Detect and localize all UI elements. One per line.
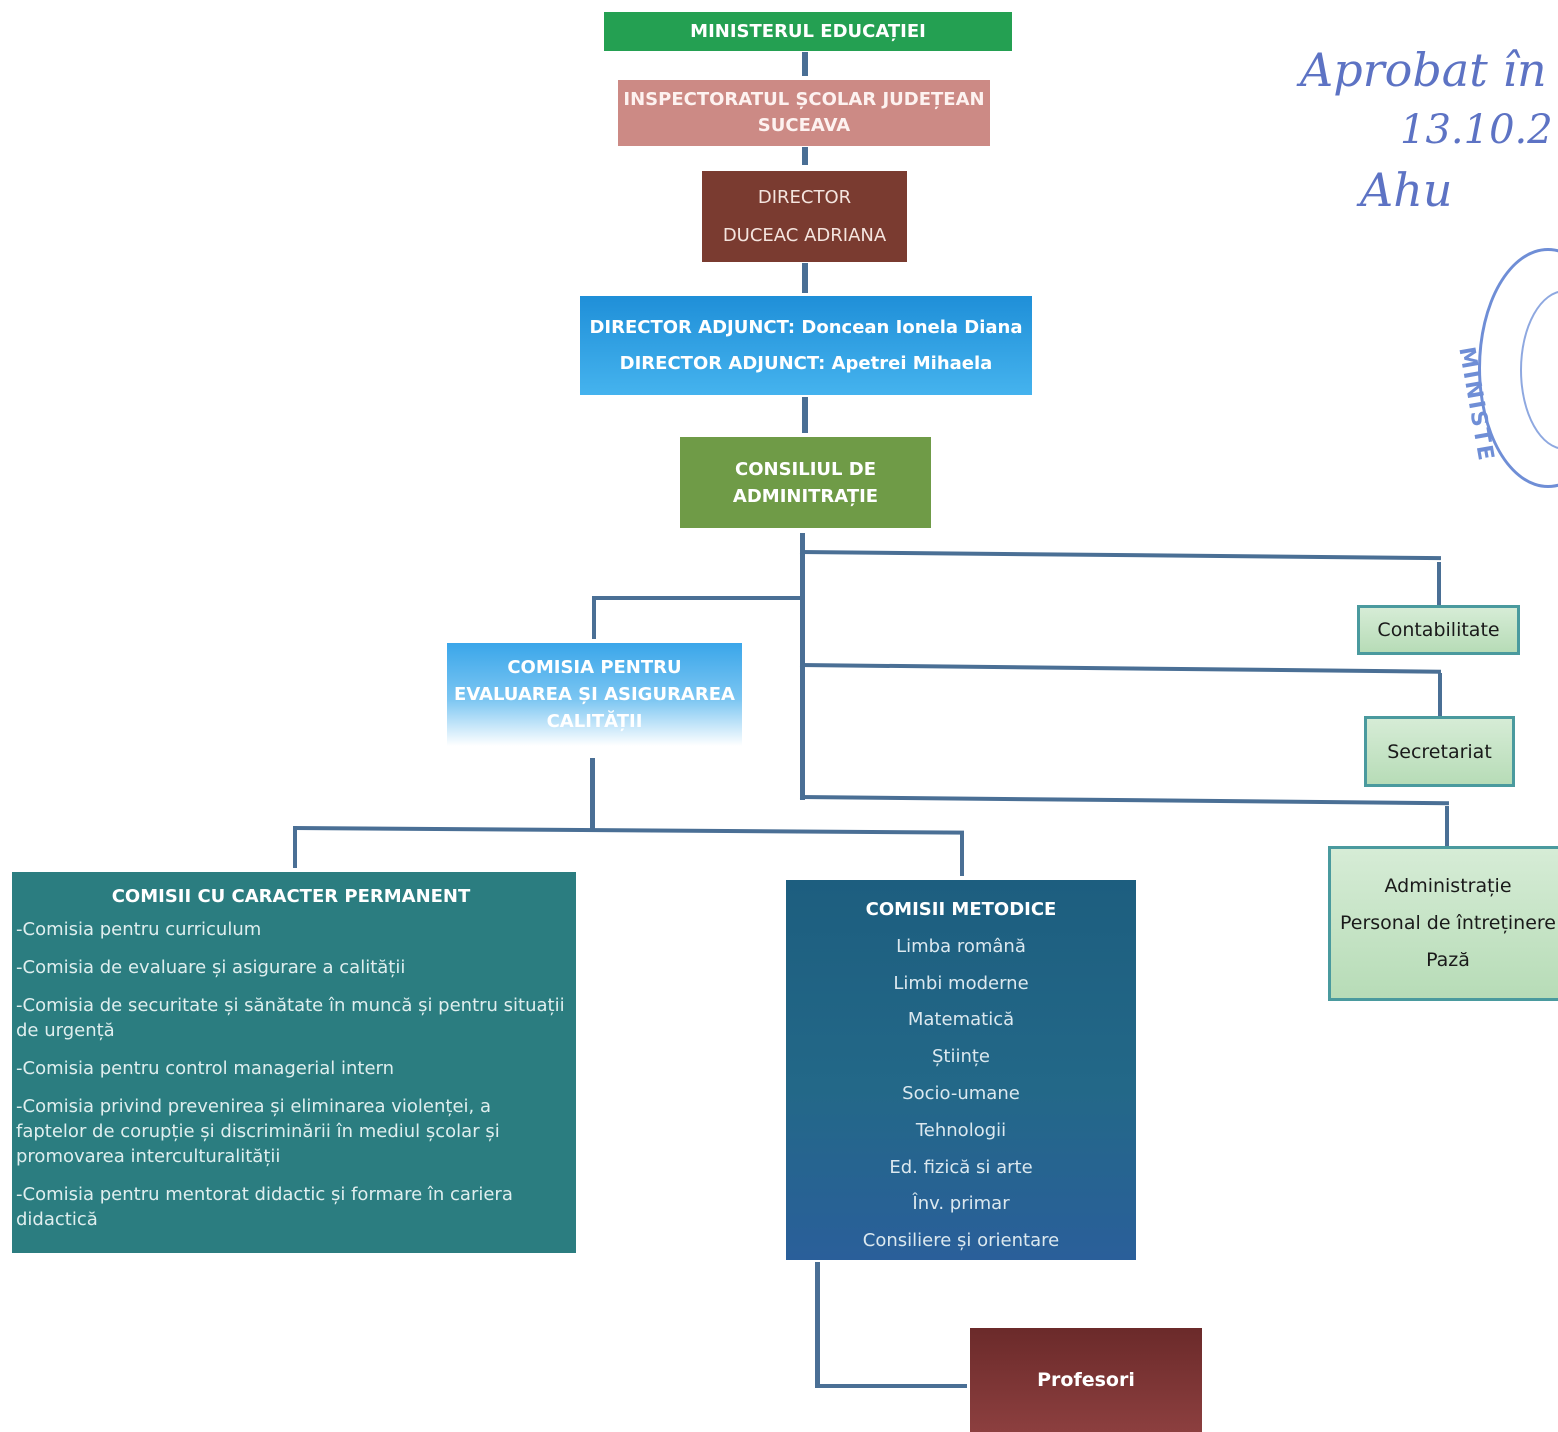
ministry-node: MINISTERUL EDUCAȚIEI bbox=[604, 12, 1012, 51]
accounting-label: Contabilitate bbox=[1377, 619, 1500, 641]
inspectorate-line-1: INSPECTORATUL ȘCOLAR JUDEȚEAN bbox=[623, 89, 985, 110]
connector-line bbox=[592, 596, 596, 639]
connector-line bbox=[802, 397, 808, 433]
connector-line bbox=[799, 663, 1441, 674]
methodic-commission-item: Limba română bbox=[896, 935, 1026, 957]
approval-date: 13.10.2 bbox=[1400, 107, 1553, 153]
director-title: DIRECTOR bbox=[757, 186, 852, 208]
connector-line bbox=[1438, 673, 1442, 716]
permanent-commission-item: -Comisia de evaluare și asigurare a cali… bbox=[16, 957, 406, 978]
council-node: CONSILIUL DE ADMINITRAȚIE bbox=[680, 437, 931, 528]
methodic-commission-item: Științe bbox=[931, 1046, 991, 1068]
connector-line bbox=[815, 1384, 967, 1388]
deputy-directors-node: DIRECTOR ADJUNCT: Doncean Ionela Diana D… bbox=[580, 296, 1032, 395]
ceac-line-1: COMISIA PENTRU bbox=[507, 657, 682, 678]
connector-line bbox=[802, 263, 808, 293]
methodic-commission-item: Înv. primar bbox=[912, 1193, 1010, 1215]
ceac-line-2: EVALUAREA ȘI ASIGURAREA bbox=[454, 684, 735, 705]
council-line-2: ADMINITRAȚIE bbox=[732, 485, 879, 507]
director-node: DIRECTOR DUCEAC ADRIANA bbox=[702, 171, 907, 262]
secretariat-node: Secretariat bbox=[1364, 716, 1515, 787]
connector-line bbox=[815, 1262, 820, 1388]
permanent-commission-item: -Comisia pentru curriculum bbox=[16, 919, 262, 940]
connector-line bbox=[592, 596, 802, 600]
connector-line bbox=[292, 826, 964, 835]
permanent-commission-item: -Comisia privind prevenirea și eliminare… bbox=[16, 1096, 500, 1167]
methodic-commission-item: Tehnologii bbox=[915, 1119, 1007, 1141]
methodic-commissions-title: COMISII METODICE bbox=[865, 899, 1057, 920]
approval-handwriting: Aprobat în 13.10.2 Ahu bbox=[1300, 40, 1553, 220]
approval-line: Aprobat în bbox=[1300, 43, 1547, 97]
permanent-commissions-node: COMISII CU CARACTER PERMANENT -Comisia p… bbox=[12, 872, 576, 1253]
connector-line bbox=[802, 52, 808, 76]
secretariat-label: Secretariat bbox=[1387, 740, 1492, 763]
methodic-commission-item: Ed. fizică si arte bbox=[889, 1156, 1033, 1178]
methodic-commission-item: Limbi moderne bbox=[893, 972, 1029, 994]
connector-line bbox=[293, 826, 297, 868]
methodic-commission-item: Matematică bbox=[907, 1009, 1015, 1031]
teachers-label: Profesori bbox=[1037, 1369, 1135, 1391]
methodic-commissions-node: COMISII METODICE Limba română Limbi mode… bbox=[786, 880, 1136, 1260]
council-line-1: CONSILIUL DE bbox=[735, 458, 876, 480]
connector-line bbox=[590, 758, 595, 830]
connector-line bbox=[802, 147, 808, 165]
connector-line bbox=[799, 795, 1449, 806]
methodic-commission-item: Socio-umane bbox=[902, 1082, 1020, 1104]
approval-signature: Ahu bbox=[1360, 163, 1453, 217]
inspectorate-line-2: SUCEAVA bbox=[757, 115, 851, 136]
admin-item: Personal de întreținere bbox=[1340, 912, 1556, 934]
teachers-node: Profesori bbox=[970, 1328, 1202, 1432]
connector-line bbox=[799, 550, 1441, 561]
connector-line bbox=[960, 831, 964, 876]
inspectorate-node: INSPECTORATUL ȘCOLAR JUDEȚEAN SUCEAVA bbox=[618, 80, 990, 146]
connector-line bbox=[1437, 562, 1441, 605]
ministry-label: MINISTERUL EDUCAȚIEI bbox=[690, 21, 926, 42]
quality-commission-node: COMISIA PENTRU EVALUAREA ȘI ASIGURAREA C… bbox=[447, 643, 742, 746]
methodic-commission-item: Consiliere și orientare bbox=[862, 1230, 1060, 1252]
accounting-node: Contabilitate bbox=[1357, 605, 1520, 655]
admin-item: Administrație bbox=[1384, 875, 1512, 897]
permanent-commission-item: -Comisia pentru control managerial inter… bbox=[16, 1058, 395, 1079]
deputy-director-1: DIRECTOR ADJUNCT: Doncean Ionela Diana bbox=[589, 316, 1023, 338]
director-name: DUCEAC ADRIANA bbox=[722, 224, 887, 246]
permanent-commissions-title: COMISII CU CARACTER PERMANENT bbox=[111, 886, 471, 907]
connector-line bbox=[1445, 806, 1449, 846]
deputy-director-2: DIRECTOR ADJUNCT: Apetrei Mihaela bbox=[619, 352, 993, 374]
admin-item: Pază bbox=[1426, 949, 1470, 971]
administration-node: Administrație Personal de întreținere Pa… bbox=[1328, 846, 1558, 1001]
permanent-commission-item: -Comisia de securitate și sănătate în mu… bbox=[16, 995, 565, 1041]
ceac-line-3: CALITĂȚII bbox=[546, 711, 643, 732]
permanent-commission-item: -Comisia pentru mentorat didactic și for… bbox=[16, 1184, 513, 1230]
